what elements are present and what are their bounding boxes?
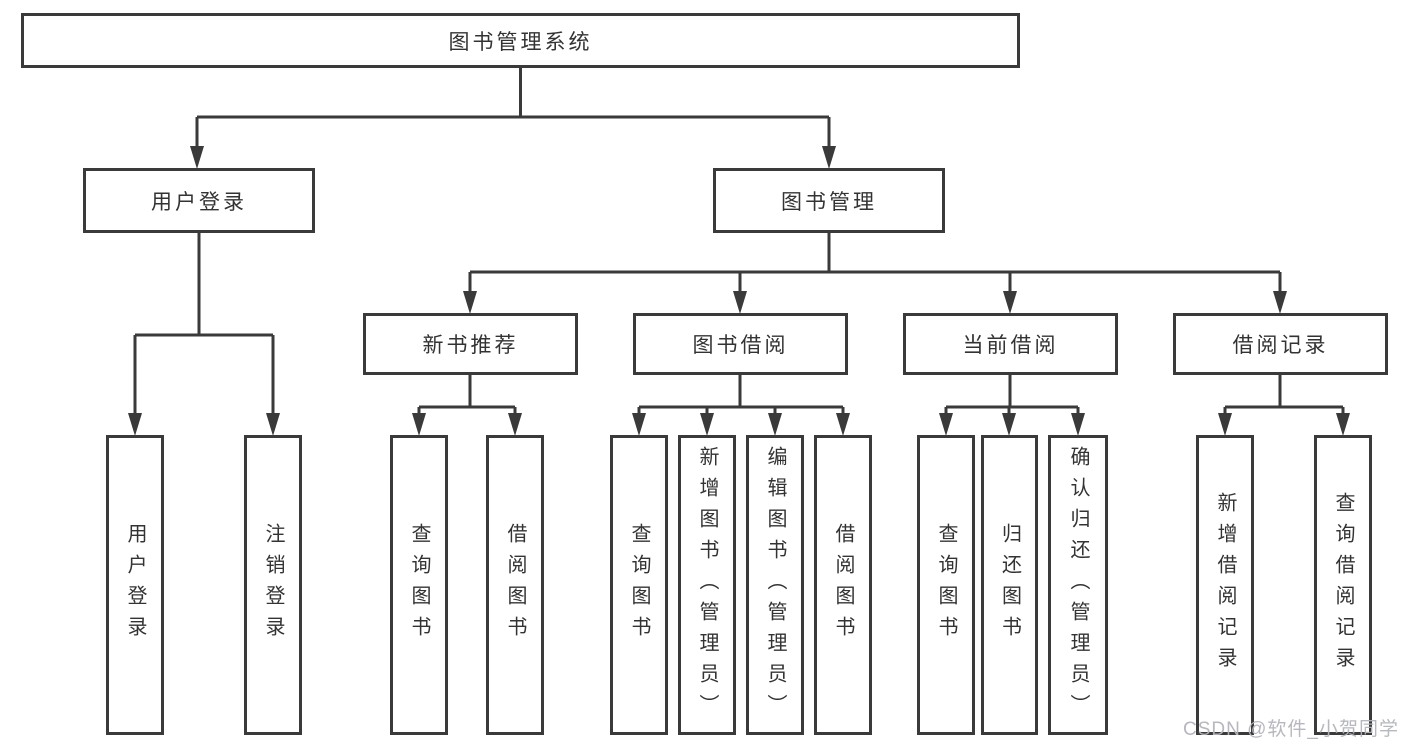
leaf-label: 注销登录 <box>262 523 284 647</box>
leaf-query-books-recommend: 查询图书 <box>390 435 448 735</box>
leaf-label: 归还图书 <box>998 523 1021 647</box>
leaf-borrow-books-recommend: 借阅图书 <box>486 435 544 735</box>
leaf-label: 查询图书 <box>935 523 957 647</box>
leaf-label: 确认归还（管理员） <box>1067 445 1089 725</box>
leaf-edit-book-admin: 编辑图书（管理员） <box>746 435 804 735</box>
node-borrow-records: 借阅记录 <box>1173 313 1388 375</box>
leaf-label: 编辑图书（管理员） <box>764 445 786 725</box>
leaf-label: 查询图书 <box>408 523 430 647</box>
leaf-add-book-admin: 新增图书（管理员） <box>678 435 736 735</box>
leaf-query-books-current: 查询图书 <box>917 435 975 735</box>
node-book-borrow: 图书借阅 <box>633 313 848 375</box>
node-new-book-recommend: 新书推荐 <box>363 313 578 375</box>
leaf-borrow-books: 借阅图书 <box>814 435 872 735</box>
leaf-label: 新增借阅记录 <box>1214 492 1236 678</box>
leaf-label: 借阅图书 <box>832 523 854 647</box>
node-root: 图书管理系统 <box>21 13 1020 68</box>
leaf-return-book: 归还图书 <box>981 435 1038 735</box>
leaf-label: 用户登录 <box>124 523 146 647</box>
node-user-login: 用户登录 <box>83 168 315 233</box>
watermark: CSDN @软件_小贺同学 <box>1183 719 1399 740</box>
leaf-label: 查询借阅记录 <box>1332 492 1354 678</box>
leaf-query-books-borrow: 查询图书 <box>610 435 668 735</box>
node-book-management: 图书管理 <box>713 168 945 233</box>
leaf-logout: 注销登录 <box>244 435 302 735</box>
leaf-label: 借阅图书 <box>504 523 526 647</box>
leaf-user-login: 用户登录 <box>106 435 164 735</box>
leaf-label: 新增图书（管理员） <box>696 445 718 725</box>
leaf-query-borrow-record: 查询借阅记录 <box>1314 435 1372 735</box>
leaf-add-borrow-record: 新增借阅记录 <box>1196 435 1254 735</box>
leaf-confirm-return-admin: 确认归还（管理员） <box>1048 435 1108 735</box>
node-current-borrow: 当前借阅 <box>903 313 1118 375</box>
leaf-label: 查询图书 <box>628 523 650 647</box>
